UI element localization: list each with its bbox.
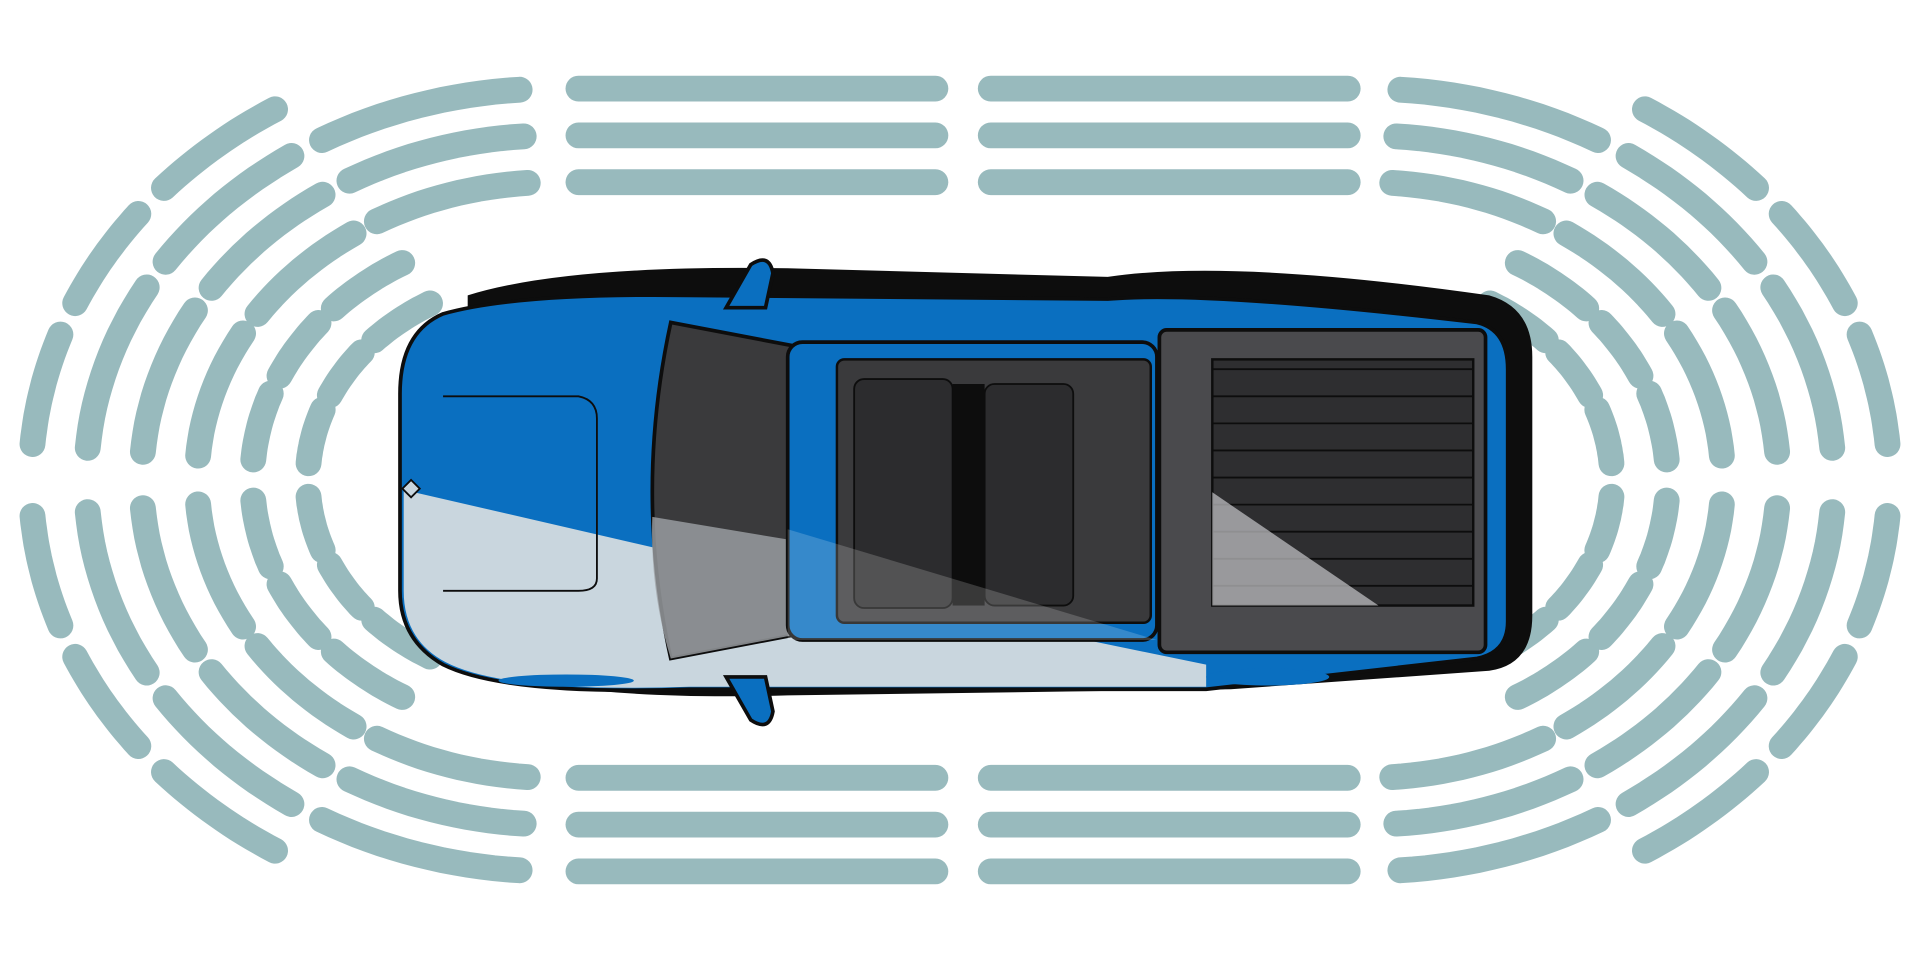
console	[952, 384, 985, 606]
sensor-wave-arc	[62, 643, 152, 760]
sensor-wave-arc	[62, 200, 152, 317]
sensor-wave-arc	[1383, 123, 1584, 194]
sensor-waves	[19, 75, 1901, 885]
sensor-wave-arc	[1615, 143, 1768, 275]
sensor-wave-arc	[1615, 685, 1768, 817]
sensor-wave-arc	[1846, 321, 1901, 457]
sensor-wave-arc	[1632, 759, 1769, 864]
sensor-wave-arc	[1504, 250, 1600, 322]
sensor-wave-arc	[309, 76, 533, 153]
sensor-wave-arc	[363, 725, 541, 791]
sensor-wave-arc	[244, 633, 367, 740]
sensor-wave-arc	[320, 638, 416, 710]
sensor-wave-arc	[1588, 310, 1654, 389]
sensor-wave-arc	[361, 290, 443, 354]
sensor-wave-arc	[1636, 487, 1680, 580]
sensor-wave-arc	[1760, 274, 1846, 461]
sensor-wave-arc	[1664, 320, 1735, 469]
sensor-wave-arc	[1553, 220, 1676, 327]
sensor-wave-arc	[151, 759, 288, 864]
sensor-wave-arc	[1379, 725, 1557, 791]
mirror-right	[722, 675, 775, 727]
sensor-wave-arc	[295, 483, 336, 564]
sensor-wave-arc	[185, 320, 256, 469]
sensor-wave-arc	[74, 274, 160, 461]
sensor-wave-arc	[152, 143, 305, 275]
sensor-wave-arc	[1584, 396, 1625, 477]
sensor-wave-arc	[316, 551, 375, 621]
sensor-wave-arc	[1379, 169, 1557, 235]
sensor-wave-arc	[152, 685, 305, 817]
sensor-wave-arc	[1584, 181, 1722, 301]
sensor-wave-arc	[1545, 551, 1604, 621]
sensor-wave-arc	[336, 766, 537, 837]
sensor-wave-arc	[244, 220, 367, 327]
sensor-wave-arc	[198, 181, 336, 301]
brand-badge	[401, 478, 422, 499]
sensor-wave-arc	[1846, 503, 1901, 639]
sensor-wave-arc	[240, 487, 284, 580]
sensor-wave-arc	[1632, 96, 1769, 201]
sensor-wave-arc	[320, 250, 416, 322]
sensor-wave-arc	[19, 503, 74, 639]
sensor-wave-arc	[309, 807, 533, 884]
sensor-wave-arc	[1584, 659, 1722, 779]
sensor-wave-arc	[1712, 495, 1791, 663]
sensor-wave-arc	[361, 606, 443, 670]
sensor-wave-arc	[129, 297, 208, 465]
sensor-wave-arc	[1768, 643, 1858, 760]
sensor-wave-arc	[1712, 297, 1791, 465]
windshield-glass	[652, 516, 800, 659]
sensor-wave-arc	[1504, 638, 1600, 710]
sensor-wave-arc	[240, 380, 284, 473]
fender-accent-front	[498, 674, 634, 687]
sensor-wave-arc	[316, 339, 375, 409]
sensor-wave-arc	[295, 396, 336, 477]
sensor-wave-arc	[1760, 499, 1846, 686]
sensor-wave-arc	[1584, 483, 1625, 564]
fender-accent-rear	[1206, 668, 1330, 686]
sensor-wave-arc	[266, 571, 332, 650]
sensor-wave-arc	[1383, 766, 1584, 837]
sensor-wave-arc	[266, 310, 332, 389]
sensor-wave-arc	[1664, 491, 1735, 640]
sensor-wave-arc	[185, 491, 256, 640]
sensor-wave-arc	[1636, 380, 1680, 473]
rear-seats	[983, 383, 1075, 607]
sensor-wave-arc	[1553, 633, 1676, 740]
sensor-wave-arc	[198, 659, 336, 779]
sensor-wave-arc	[1545, 339, 1604, 409]
truck	[398, 258, 1533, 727]
sensor-wave-arc	[1387, 76, 1611, 153]
sensor-wave-arc	[1588, 571, 1654, 650]
sensor-wave-arc	[1768, 200, 1858, 317]
sensor-wave-arc	[74, 499, 160, 686]
sensor-wave-arc	[151, 96, 288, 201]
sensor-wave-arc	[129, 495, 208, 663]
sensor-wave-arc	[336, 123, 537, 194]
hood-panel	[443, 395, 598, 592]
sensor-wave-arc	[19, 321, 74, 457]
sensor-wave-arc	[1387, 807, 1611, 884]
sensor-wave-arc	[363, 169, 541, 235]
mirror-left	[722, 258, 775, 310]
